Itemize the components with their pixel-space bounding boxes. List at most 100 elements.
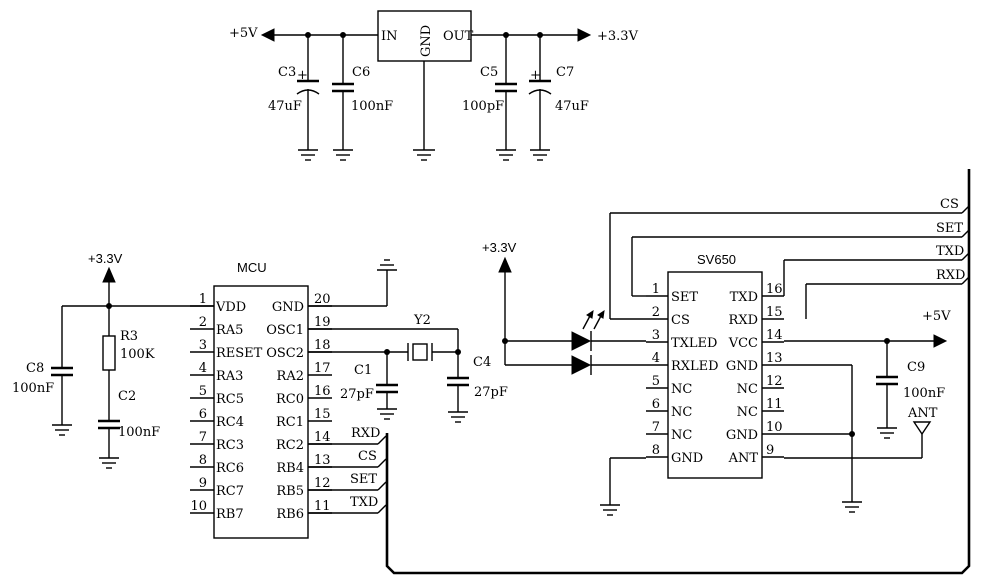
bus-entry xyxy=(377,481,387,491)
bus-label-rxd: RXD xyxy=(936,268,965,283)
led-tx xyxy=(571,309,646,351)
pin-number: 14 xyxy=(314,430,331,445)
pin-number: 5 xyxy=(652,374,660,389)
pin-number: 20 xyxy=(314,292,331,307)
capacitor-c8 xyxy=(51,306,73,436)
capacitor-c3 xyxy=(296,35,320,161)
bus-label-cs: CS xyxy=(940,197,959,212)
bus-entry xyxy=(961,276,970,285)
pin-number: 16 xyxy=(314,384,331,399)
ground-symbol xyxy=(842,501,862,513)
resistor-r3 xyxy=(102,306,116,420)
pin-number: 12 xyxy=(766,374,783,389)
pin-name: RB4 xyxy=(276,461,304,476)
pin-number: 13 xyxy=(314,453,331,468)
pin-name: RC1 xyxy=(276,415,304,430)
y2-ref: Y2 xyxy=(413,313,431,328)
vcc-label: +5V xyxy=(922,309,951,324)
c2-value: 100nF xyxy=(118,425,160,440)
c9-ref: C9 xyxy=(907,360,925,375)
pin-name: TXLED xyxy=(671,336,717,351)
pin-name: OSC2 xyxy=(266,346,304,361)
pin-number: 7 xyxy=(652,420,660,435)
c5-ref: C5 xyxy=(480,65,498,80)
reg-in-label: IN xyxy=(381,29,398,44)
bus-entry xyxy=(961,252,970,261)
c3-ref: C3 xyxy=(278,65,296,80)
vin-label: +5V xyxy=(229,26,258,41)
vcc-arrow xyxy=(933,334,948,348)
crystal-y2 xyxy=(407,343,458,361)
capacitor-c9 xyxy=(876,341,898,439)
mcu-supply-arrow xyxy=(102,266,116,283)
c2-ref: C2 xyxy=(118,389,136,404)
pin-name: RA5 xyxy=(216,323,243,338)
c9-value: 100nF xyxy=(903,386,945,401)
pin-name: ANT xyxy=(728,451,759,466)
pin-number: 4 xyxy=(652,351,660,366)
reg-gnd-label: GND xyxy=(419,25,434,57)
pin-name: GND xyxy=(671,451,703,466)
capacitor-c2 xyxy=(98,419,120,469)
pin-name: RC7 xyxy=(216,484,244,499)
pin-number: 19 xyxy=(314,315,331,330)
c1-value: 27pF xyxy=(340,387,374,402)
sv650-pins: 1SET2CS3TXLED4RXLED5NC6NC7NC8GND16TXD15R… xyxy=(646,282,784,466)
pin-name: RC0 xyxy=(276,392,304,407)
regulator-section: +5V IN OUT GND +3.3V C3 + 47uF xyxy=(229,10,639,161)
junction-dot xyxy=(849,431,855,437)
ground-symbol xyxy=(377,259,397,271)
mcu-supply-label: +3.3V xyxy=(88,251,123,266)
pin-number: 8 xyxy=(652,443,660,458)
pin-name: GND xyxy=(726,359,758,374)
sv-left-pin-5: 5NC xyxy=(646,374,692,397)
antenna-icon xyxy=(912,421,932,436)
c7-polarity: + xyxy=(530,68,541,83)
pin-name: RC6 xyxy=(216,461,244,476)
pin-name: RA2 xyxy=(277,369,304,384)
pin-name: RC3 xyxy=(216,438,244,453)
r3-value: 100K xyxy=(120,347,155,362)
sv650-section: SV650 1SET2CS3TXLED4RXLED5NC6NC7NC8GND16… xyxy=(482,197,970,516)
bus-entry xyxy=(377,504,387,514)
bus-entry xyxy=(961,205,970,214)
vout-label: +3.3V xyxy=(597,29,639,44)
pin-name: TXD xyxy=(730,290,758,305)
ant-label: ANT xyxy=(907,406,938,421)
pin-name: NC xyxy=(737,405,758,420)
pin-number: 11 xyxy=(314,499,331,514)
pin-number: 1 xyxy=(199,292,207,307)
pin-number: 3 xyxy=(652,328,660,343)
bus-entry xyxy=(961,229,970,238)
pin-number: 6 xyxy=(199,407,207,422)
ground-symbol xyxy=(600,504,620,516)
sv650-title: SV650 xyxy=(697,252,736,267)
pin-name: GND xyxy=(272,300,304,315)
sv650-chip xyxy=(667,271,763,479)
pin-number: 14 xyxy=(766,328,783,343)
pin-name: RC5 xyxy=(216,392,244,407)
pin-name: RESET xyxy=(216,346,263,361)
pin-number: 10 xyxy=(766,420,783,435)
pin-number: 2 xyxy=(652,305,660,320)
